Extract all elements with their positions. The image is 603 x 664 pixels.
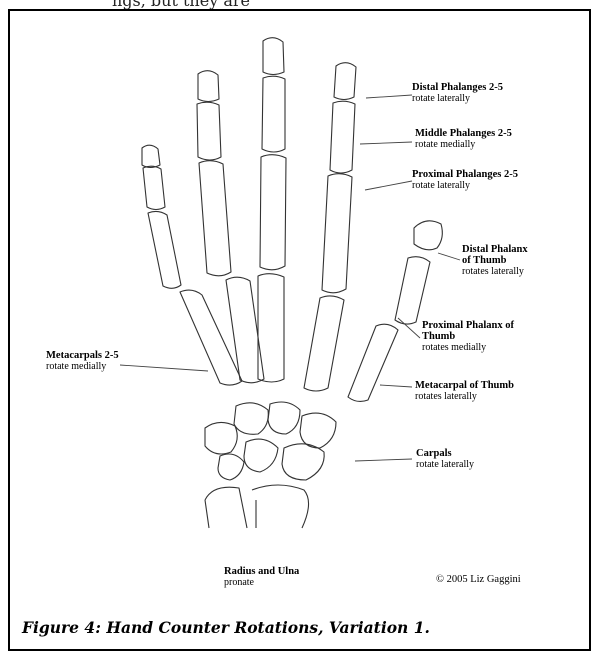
- little-finger-bones: [142, 145, 181, 288]
- leader-metacarpal-thumb: [380, 385, 412, 387]
- label-radius-ulna: Radius and Ulna pronate: [224, 566, 299, 588]
- label-note: rotate medially: [415, 139, 512, 150]
- label-title: Proximal Phalanges 2-5: [412, 169, 518, 180]
- label-title: Thumb: [422, 331, 514, 342]
- leader-carpals: [355, 459, 412, 461]
- label-carpals: Carpals rotate laterally: [416, 448, 474, 470]
- leader-distal-phalanx-thumb: [438, 253, 460, 260]
- label-note: pronate: [224, 577, 299, 588]
- metacarpal-bones: [180, 274, 344, 391]
- label-note: rotate laterally: [412, 180, 518, 191]
- label-note: rotates laterally: [462, 266, 528, 277]
- label-metacarpals: Metacarpals 2-5 rotate medially: [46, 350, 119, 372]
- middle-finger-bones: [260, 38, 286, 270]
- label-proximal-phalanx-thumb: Proximal Phalanx of Thumb rotates medial…: [422, 320, 514, 353]
- label-title: Distal Phalanges 2-5: [412, 82, 503, 93]
- label-title: Middle Phalanges 2-5: [415, 128, 512, 139]
- label-title: Proximal Phalanx of: [422, 320, 514, 331]
- label-title: Metacarpals 2-5: [46, 350, 119, 361]
- label-title: Carpals: [416, 448, 474, 459]
- radius-ulna-bones: [205, 485, 309, 528]
- leader-distal-phalanges: [366, 95, 412, 98]
- label-note: rotates laterally: [415, 391, 514, 402]
- label-middle-phalanges: Middle Phalanges 2-5 rotate medially: [415, 128, 512, 150]
- label-title: of Thumb: [462, 255, 528, 266]
- label-note: rotate laterally: [416, 459, 474, 470]
- label-title: Metacarpal of Thumb: [415, 380, 514, 391]
- index-finger-bones: [322, 63, 356, 293]
- label-title: Distal Phalanx: [462, 244, 528, 255]
- leader-middle-phalanges: [360, 142, 412, 144]
- label-distal-phalanges: Distal Phalanges 2-5 rotate laterally: [412, 82, 503, 104]
- carpal-bones: [205, 402, 336, 480]
- ring-finger-bones: [197, 71, 231, 276]
- label-note: rotate laterally: [412, 93, 503, 104]
- leader-proximal-phalanges: [365, 181, 412, 190]
- thumb-bones: [348, 221, 442, 402]
- figure-caption: Figure 4: Hand Counter Rotations, Variat…: [22, 618, 430, 637]
- label-title: Radius and Ulna: [224, 566, 299, 577]
- label-metacarpal-thumb: Metacarpal of Thumb rotates laterally: [415, 380, 514, 402]
- label-proximal-phalanges: Proximal Phalanges 2-5 rotate laterally: [412, 169, 518, 191]
- label-note: rotates medially: [422, 342, 514, 353]
- label-distal-phalanx-thumb: Distal Phalanx of Thumb rotates laterall…: [462, 244, 528, 277]
- leader-metacarpals: [120, 365, 208, 371]
- copyright-text: © 2005 Liz Gaggini: [436, 574, 521, 585]
- leader-lines: [120, 95, 460, 461]
- label-note: rotate medially: [46, 361, 119, 372]
